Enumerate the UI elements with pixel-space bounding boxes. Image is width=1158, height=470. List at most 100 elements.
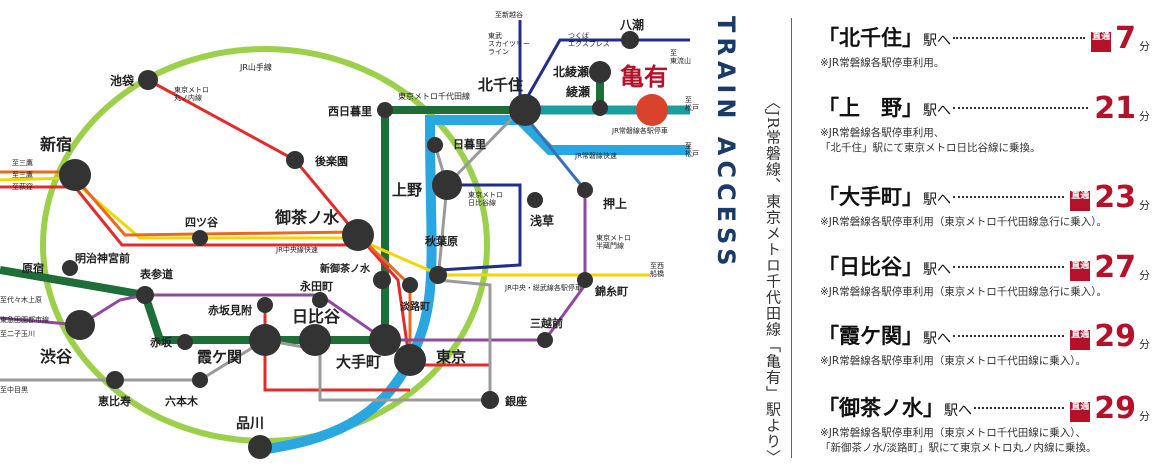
access-note: ※JR常磐線各駅停車利用（東京メトロ千代田線に乗入）。 xyxy=(820,355,1086,367)
minutes-unit: 分 xyxy=(1139,40,1150,53)
station-otemachi: 大手町 xyxy=(336,353,381,371)
station-asakusa: 浅草 xyxy=(530,213,554,228)
access-note: ※JR常磐線各駅停車利用、「北千住」駅にて東京メトロ日比谷線に乗換。 xyxy=(820,127,1041,154)
destination-station: 大手町 xyxy=(839,185,902,209)
label-tsukuba: つくばエクスプレス xyxy=(568,31,610,48)
station-ginza: 銀座 xyxy=(505,394,527,408)
label-chuo-rapid: JR中央線快速 xyxy=(275,245,318,254)
destination-name: 「日比谷」駅へ xyxy=(818,255,951,279)
label-to-ogikubo: 至荻窪 xyxy=(12,182,33,191)
line-marunouchi-west xyxy=(0,185,355,247)
travel-minutes: 7 xyxy=(1115,21,1136,56)
label-yamanote: JR山手線 xyxy=(239,62,272,72)
label-to-higashinagareyama: 至東流山 xyxy=(670,49,691,65)
station-akasaka: 赤坂 xyxy=(150,335,173,349)
station-mitsukoshimae: 三越前 xyxy=(530,316,563,330)
station-ochanomizu: 御茶ノ水 xyxy=(274,208,340,227)
line-joban-rapid xyxy=(259,115,690,455)
label-joban-local: JR常磐線各駅停車 xyxy=(611,126,668,135)
station-ueno: 上野 xyxy=(392,181,422,199)
travel-minutes: 29 xyxy=(1094,319,1136,354)
destination-station: 上 野 xyxy=(839,96,902,120)
label-to-nishifunabashi: 至西船橋 xyxy=(650,262,664,278)
label-to-nakameguro: 至中目黒 xyxy=(0,385,28,394)
station-oshiage: 押上 xyxy=(603,196,627,211)
access-note: ※JR常磐線各駅停車利用（東京メトロ千代田線急行に乗入）。 xyxy=(820,216,1107,228)
divider xyxy=(791,18,792,458)
station-kameari: 亀有 xyxy=(620,63,668,91)
leader-dots xyxy=(953,335,1065,337)
travel-minutes: 29 xyxy=(1094,391,1136,426)
label-tokyu-denentoshi: 東急田園都市線 xyxy=(0,315,49,324)
leader-dots xyxy=(953,37,1086,39)
minutes-unit: 分 xyxy=(1139,338,1150,351)
kameari-station-marker xyxy=(636,94,668,126)
station-shinochanomizu: 新御茶ノ水 xyxy=(320,262,371,275)
station-kitasenju: 北千住 xyxy=(478,76,523,94)
direct-badge: 直通 xyxy=(1070,330,1091,350)
label-to-matsudo2: 至松戸 xyxy=(685,142,699,158)
station-shibuya: 渋谷 xyxy=(40,347,73,366)
line-chuo-rapid xyxy=(0,170,412,360)
destination-station: 霞ケ関 xyxy=(839,324,902,348)
station-nishinippori: 西日暮里 xyxy=(328,104,372,118)
station-hibiya: 日比谷 xyxy=(292,307,341,326)
station-akasakamitsuke: 赤坂見附 xyxy=(208,303,252,317)
label-chiyoda: 東京メトロ千代田線 xyxy=(398,91,470,101)
station-akihabara: 秋葉原 xyxy=(425,234,458,248)
station-korakuen: 後楽園 xyxy=(315,154,348,168)
section-title: TRAIN ACCESS xyxy=(712,16,740,271)
leader-dots xyxy=(974,407,1065,409)
label-chuo-sobu: JR中央・総武線各駅停車 xyxy=(504,283,582,292)
label-to-mitaka2: 至三鷹 xyxy=(12,170,33,179)
station-omotesando: 表参道 xyxy=(139,267,173,281)
station-kinshicho: 錦糸町 xyxy=(595,284,628,298)
station-roppongi: 六本木 xyxy=(165,394,199,408)
destination-name: 「北千住」駅へ xyxy=(818,26,951,50)
minutes-unit: 分 xyxy=(1139,410,1150,423)
destination-name: 「霞ケ関」駅へ xyxy=(818,324,951,348)
station-meijijingumae: 明治神宮前 xyxy=(75,251,130,265)
label-to-matsudo1: 至松戸 xyxy=(685,96,699,112)
destination-name: 「大手町」駅へ xyxy=(818,185,951,209)
station-nippori: 日暮里 xyxy=(453,137,486,151)
station-ayase: 綾瀬 xyxy=(566,84,590,99)
label-to-mitaka1: 至三鷹 xyxy=(12,158,33,167)
direct-badge: 直通 xyxy=(1091,32,1112,52)
minutes-unit: 分 xyxy=(1139,199,1150,212)
station-tokyo: 東京 xyxy=(436,348,466,366)
leader-dots xyxy=(953,107,1089,109)
minutes-unit: 分 xyxy=(1139,269,1150,282)
access-note: ※JR常磐線各駅停車利用（東京メトロ千代田線に乗入）、「新御茶ノ水/淡路町」駅に… xyxy=(820,427,1097,454)
travel-minutes: 27 xyxy=(1094,250,1136,285)
label-joban-rapid: JR常磐線快速 xyxy=(574,151,617,160)
station-shinagawa: 品川 xyxy=(236,416,264,432)
access-note: ※JR常磐線各駅停車利用（東京メトロ千代田線急行に乗入）。 xyxy=(820,286,1107,298)
destination-station: 北千住 xyxy=(839,26,902,50)
destination-station: 御茶ノ水 xyxy=(839,396,923,420)
section-subtitle: 〈JR常磐線、東京メトロ千代田線「亀有」駅より〉 xyxy=(764,94,782,466)
destination-station: 日比谷 xyxy=(839,255,902,279)
station-harajuku: 原宿 xyxy=(22,261,44,275)
label-hanzomon: 東京メトロ半蔵門線 xyxy=(596,233,631,250)
travel-minutes: 23 xyxy=(1094,180,1136,215)
station-hachio: 八潮 xyxy=(619,17,644,32)
station-ebisu: 恵比寿 xyxy=(98,394,131,408)
destination-name: 「御茶ノ水」駅へ xyxy=(818,396,972,420)
minutes-unit: 分 xyxy=(1139,110,1150,123)
station-yotsuya: 四ツ谷 xyxy=(185,215,219,229)
station-shinjuku: 新宿 xyxy=(40,135,72,154)
station-kasumigaseki: 霞ケ関 xyxy=(197,348,242,366)
route-map: 池袋 新宿 西日暮里 後楽園 北千住 北綾瀬 八潮 綾瀬 亀有 日暮里 上野 浅… xyxy=(0,10,699,459)
station-nagatacho: 永田町 xyxy=(299,279,333,293)
travel-minutes: 21 xyxy=(1094,91,1136,126)
label-to-futakotamagawa: 至二子玉川 xyxy=(0,330,35,338)
label-to-yoyogiuehara: 至代々木上原 xyxy=(0,295,42,304)
leader-dots xyxy=(953,196,1065,198)
direct-badge: 直通 xyxy=(1070,402,1091,422)
access-note: ※JR常磐線各駅停車利用。 xyxy=(820,57,945,69)
leader-dots xyxy=(953,266,1065,268)
destination-name: 「上 野」駅へ xyxy=(818,96,951,120)
station-ikebukuro: 池袋 xyxy=(110,73,135,88)
label-to-shinkoshigaya: 至新越谷 xyxy=(495,10,523,19)
